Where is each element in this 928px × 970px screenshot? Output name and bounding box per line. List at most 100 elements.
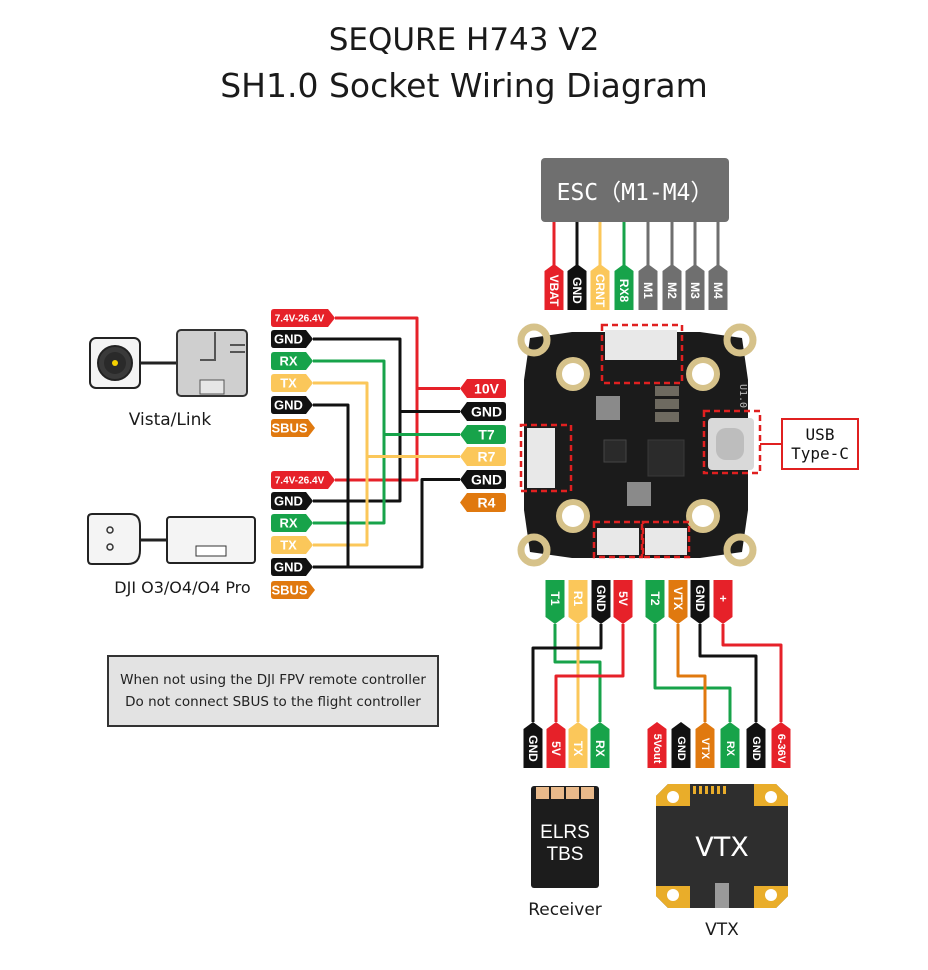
tag-label: 7.4V-26.4V: [275, 314, 325, 325]
tag-label: RX: [593, 740, 607, 757]
tag-shape: [545, 580, 565, 624]
tag-label: VBAT: [547, 275, 561, 307]
wire-power: [335, 316, 460, 390]
tag-label: RX: [279, 516, 297, 531]
tag-label: RX: [724, 741, 736, 757]
vista-link-device: [89, 329, 248, 397]
tag-label: M1: [641, 282, 655, 299]
o3-screw: [106, 526, 114, 534]
receiver-pin-tag: 5V: [546, 722, 566, 768]
vista-traces: [200, 332, 245, 361]
tag-label: 5Vout: [651, 734, 663, 764]
wire-power: [335, 388, 419, 482]
tag-shape: [638, 264, 658, 310]
tag-shape: [568, 722, 588, 768]
usb-line2: Type-C: [791, 444, 849, 463]
version-mark: U1.0: [737, 384, 748, 408]
rx-port-pin-tag: 5V: [613, 580, 633, 624]
tag-label: R1: [571, 591, 585, 607]
wire-rx-5v: [554, 624, 625, 722]
o3-module: [166, 516, 256, 564]
wire-rx: [313, 434, 386, 525]
receiver-caption: Receiver: [528, 900, 602, 920]
vista-pin-tag: RX: [271, 352, 313, 370]
esc-pin-tag: GND: [567, 264, 587, 310]
esc-pin-tag: VBAT: [544, 264, 564, 310]
tag-label: GND: [675, 736, 687, 761]
tag-shape: [591, 580, 611, 624]
fc-pin-tag: R4: [460, 493, 506, 512]
vtx-antenna-connector: [715, 883, 729, 908]
left-connector: [527, 428, 555, 488]
tag-shape: [460, 425, 506, 444]
ic-chip: [603, 439, 627, 463]
dji-o3-pin-tag: GND: [271, 492, 313, 510]
rx-connector: [597, 528, 639, 555]
tag-shape: [271, 419, 315, 437]
tag-label: CRNT: [593, 274, 607, 308]
esc-pin-tag: M3: [685, 264, 705, 310]
esc-pin-tag: M4: [708, 264, 728, 310]
vtx-caption: VTX: [705, 920, 739, 940]
tag-shape: [614, 264, 634, 310]
tag-label: RX: [279, 354, 297, 369]
tag-label: SBUS: [271, 583, 307, 598]
tag-shape: [713, 580, 733, 624]
corner-pads: [517, 323, 757, 567]
tag-shape: [671, 722, 691, 768]
tag-shape: [567, 264, 587, 310]
tag-shape: [746, 722, 766, 768]
tag-label: GND: [570, 277, 584, 304]
wire-vtx-power: [721, 624, 783, 722]
tag-shape: [613, 580, 633, 624]
fc-pin-tag: T7: [460, 425, 506, 444]
tag-label: GND: [274, 494, 303, 509]
tag-shape: [695, 722, 715, 768]
tag-shape: [720, 722, 740, 768]
vista-pin-tag: GND: [271, 396, 313, 414]
wire-tx: [313, 456, 369, 547]
tag-shape: [460, 493, 506, 512]
dji-o3-pin-tag: SBUS: [271, 581, 315, 599]
vtx-device: VTX: [656, 784, 788, 908]
tag-shape: [523, 722, 543, 768]
o3-camera: [87, 513, 141, 565]
receiver-pin-tag: GND: [523, 722, 543, 768]
esc-pin-tag: RX8: [614, 264, 634, 310]
flight-controller-board: U1.0: [517, 323, 781, 567]
o3-connector: [195, 545, 227, 557]
vtx-port-pin-tag: VTX: [668, 580, 688, 624]
tag-label: M2: [665, 282, 679, 299]
mounting-holes: [556, 357, 720, 533]
tag-label: VTX: [671, 587, 685, 610]
tag-label: R4: [478, 495, 496, 511]
dji-o3-pin-tag: TX: [271, 536, 313, 554]
tag-shape: [544, 264, 564, 310]
vtx-pin-tag: 6-36V: [771, 722, 791, 768]
tag-shape: [546, 722, 566, 768]
fc-pin-tag: R7: [460, 447, 506, 466]
wire-vtx-gnd: [698, 624, 758, 722]
rx-port-pin-tag: T1: [545, 580, 565, 624]
tag-shape: [685, 264, 705, 310]
vtx-connector: [645, 528, 687, 555]
tag-label: T1: [548, 591, 562, 605]
receiver-device: ELRS TBS: [531, 786, 599, 888]
o3-screw: [106, 543, 114, 551]
inductor-2: [627, 482, 651, 506]
tag-label: R7: [478, 449, 496, 465]
tag-shape: [271, 309, 335, 327]
receiver-pin-tag: RX: [590, 722, 610, 768]
inductor-1: [596, 396, 620, 420]
esc-connector: [605, 330, 677, 360]
tag-shape: [568, 580, 588, 624]
tag-shape: [771, 722, 791, 768]
tag-label: TX: [280, 376, 297, 391]
tag-shape: [271, 492, 313, 510]
vtx-pin-tag: RX: [720, 722, 740, 768]
receiver-chip-line1: ELRS: [540, 822, 590, 843]
dji-o3-pin-tag: RX: [271, 514, 313, 532]
vtx-port-pin-tag: T2: [645, 580, 665, 624]
tag-label: 10V: [474, 381, 500, 397]
